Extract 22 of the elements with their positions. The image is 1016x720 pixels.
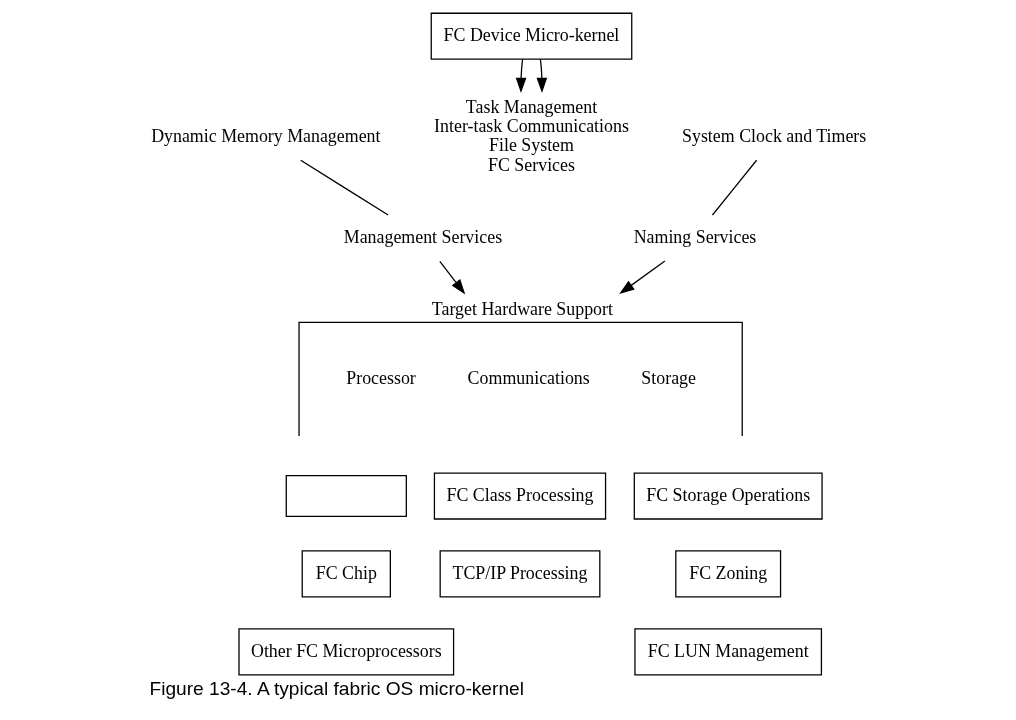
node-text: Management Services (343, 226, 502, 247)
node-box: FC Storage Operations (633, 472, 823, 520)
connector (711, 159, 757, 216)
node-box: FC Device Micro-kernel (430, 12, 632, 60)
node-text: Naming Services (633, 226, 756, 247)
node-box: TCP/IP Processing (439, 550, 600, 598)
node-box: FC Zoning (674, 550, 781, 598)
node-text: System Clock and Timers (681, 125, 866, 146)
arrow (515, 58, 526, 94)
arrow (438, 260, 465, 295)
node-box: FC Class Processing (433, 472, 606, 520)
node-box (285, 474, 407, 518)
node-box: Other FC Microprocessors (237, 628, 454, 676)
node-text: Target Hardware Support Processor Communications Storage (345, 298, 696, 388)
node-text: Task Management Inter-task Communications File System FC Services (433, 97, 629, 175)
node-box: FC Chip (301, 550, 391, 598)
node-text: Dynamic Memory Management (150, 125, 380, 146)
arrow (618, 260, 666, 295)
connector (299, 159, 389, 216)
node-box: FC LUN Management (633, 628, 822, 676)
arrow (536, 58, 547, 94)
caption: Figure 13-4. A typical fabric OS micro-kernel (148, 678, 524, 700)
